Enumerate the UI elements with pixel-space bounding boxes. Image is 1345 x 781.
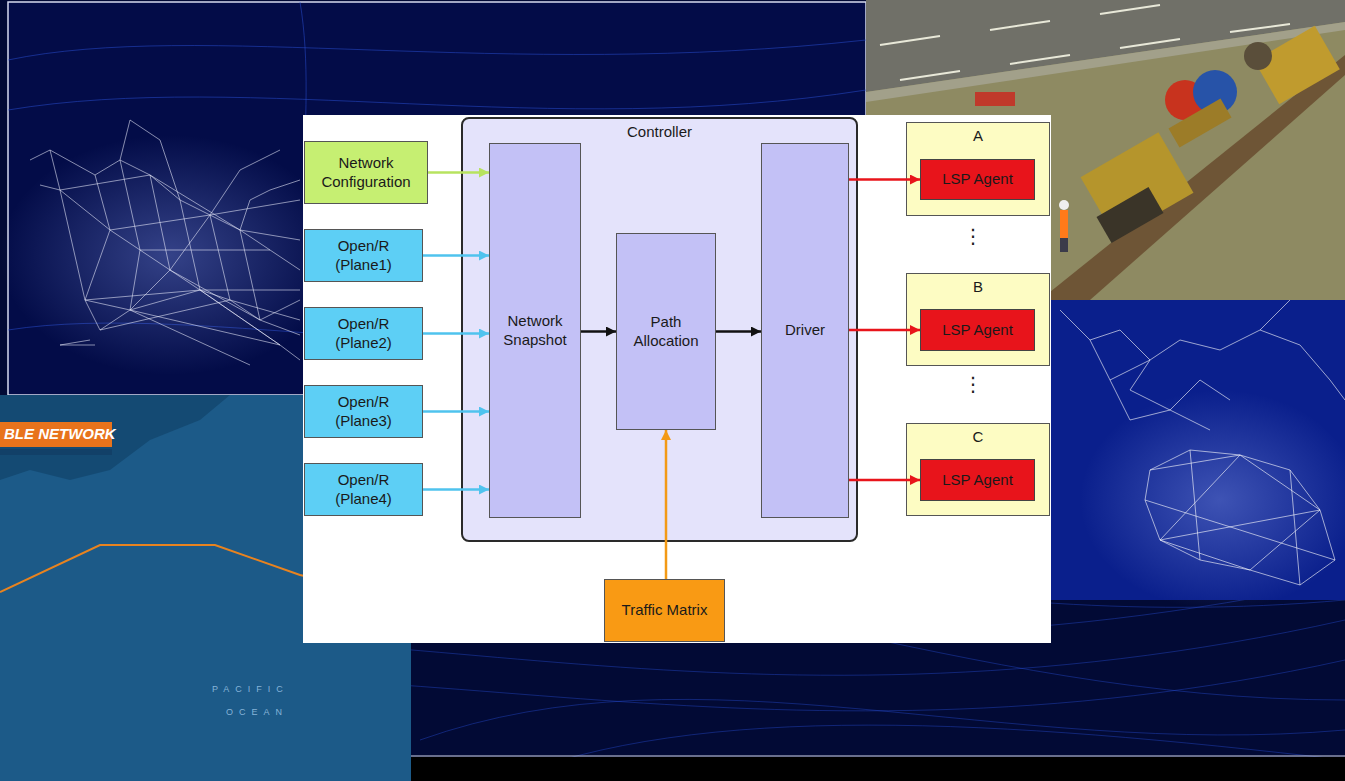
node-label: Open/R (Plane3) bbox=[328, 393, 400, 431]
node-label: Open/R (Plane1) bbox=[328, 237, 400, 275]
router-box: A LSP Agent bbox=[906, 122, 1050, 216]
arrow-connector bbox=[423, 254, 489, 257]
agent-box: LSP Agent bbox=[920, 159, 1035, 200]
router-box: C LSP Agent bbox=[906, 423, 1050, 516]
arrow-connector bbox=[849, 479, 920, 482]
agent-box: LSP Agent bbox=[920, 309, 1035, 351]
node-label: LSP Agent bbox=[942, 170, 1013, 189]
input-box: Open/R (Plane4) bbox=[304, 463, 423, 516]
agent-box: LSP Agent bbox=[920, 459, 1035, 501]
map-banner: BLE NETWORK bbox=[4, 425, 116, 442]
process-box: Path Allocation bbox=[616, 233, 716, 430]
input-box: Open/R (Plane1) bbox=[304, 229, 423, 282]
arrow-connector bbox=[849, 178, 920, 181]
arrow-connector bbox=[423, 488, 489, 491]
ocean-name: PACIFIC bbox=[212, 684, 289, 694]
node-label: Controller bbox=[627, 123, 692, 142]
node-label: Driver bbox=[785, 321, 825, 340]
input-box: Traffic Matrix bbox=[604, 579, 725, 642]
node-label: B bbox=[973, 278, 983, 297]
node-label: Open/R (Plane4) bbox=[328, 471, 400, 509]
ocean-name: OCEAN bbox=[226, 707, 288, 717]
node-label: C bbox=[973, 428, 984, 447]
arrow-connector bbox=[423, 332, 489, 335]
node-label: LSP Agent bbox=[942, 471, 1013, 490]
arrow-connector bbox=[665, 430, 668, 579]
node-label: Open/R (Plane2) bbox=[328, 315, 400, 353]
node-label: Network Snapshot bbox=[495, 312, 575, 350]
node-label: Traffic Matrix bbox=[622, 601, 708, 620]
ellipsis-mark: ⋮ bbox=[963, 224, 983, 248]
controller-container: ControllerNetwork Snapshot Path Allocatio… bbox=[461, 117, 858, 542]
process-box: Driver bbox=[761, 143, 849, 518]
node-label: A bbox=[973, 127, 983, 146]
node-label: LSP Agent bbox=[942, 321, 1013, 340]
arrow-connector bbox=[423, 410, 489, 413]
process-box: Network Snapshot bbox=[489, 143, 581, 518]
input-box: Open/R (Plane2) bbox=[304, 307, 423, 360]
arrow-connector bbox=[849, 329, 920, 332]
node-label: Network Configuration bbox=[310, 154, 422, 192]
arrow-connector bbox=[428, 171, 489, 174]
arrow-connector bbox=[581, 330, 616, 333]
ellipsis-mark: ⋮ bbox=[963, 372, 983, 396]
arrow-connector bbox=[716, 330, 761, 333]
input-box: Open/R (Plane3) bbox=[304, 385, 423, 438]
router-box: B LSP Agent bbox=[906, 273, 1050, 366]
input-box: Network Configuration bbox=[304, 141, 428, 204]
node-label: Path Allocation bbox=[624, 313, 708, 351]
